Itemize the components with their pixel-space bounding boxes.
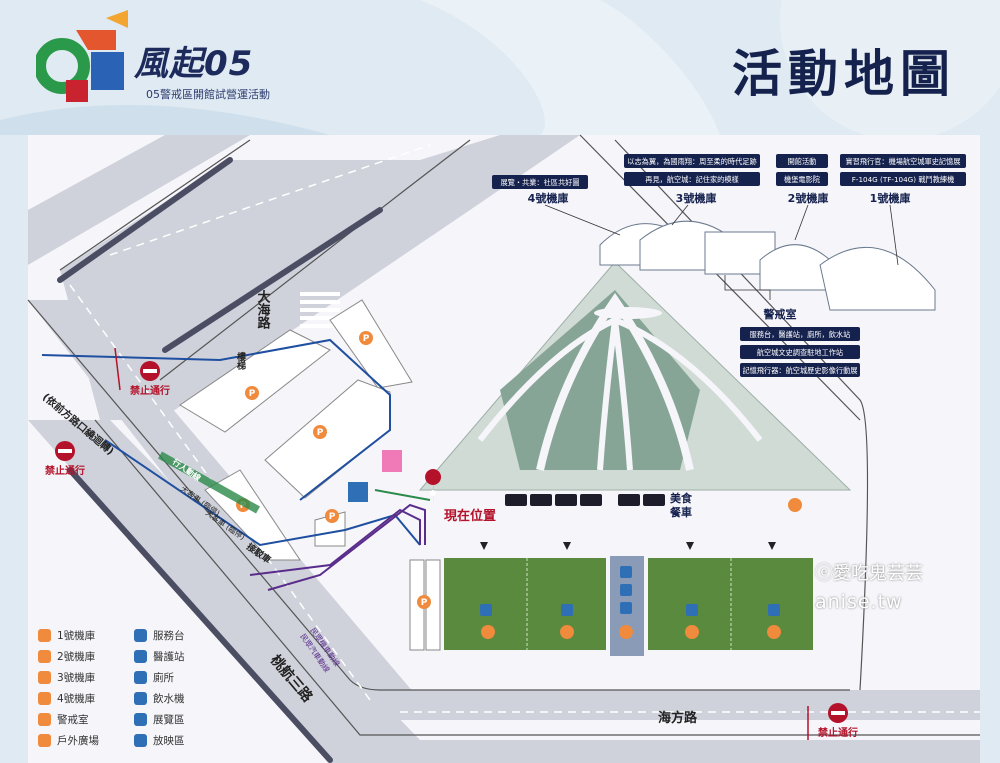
legend-item: 1號機庫 bbox=[38, 628, 95, 643]
legend-item: 服務台 bbox=[134, 628, 185, 643]
hangar-1-desc-2: F-104G (TF-104G) 戰鬥教練機 bbox=[852, 175, 955, 184]
exhibition-icon bbox=[134, 713, 147, 726]
hangar-info-boxes bbox=[492, 154, 966, 377]
hangar-3-icon bbox=[38, 671, 51, 684]
page-title: 活動地圖 bbox=[732, 45, 956, 103]
legend-label: 服務台 bbox=[153, 630, 185, 642]
medical-icon bbox=[134, 650, 147, 663]
legend-label: 戶外廣場 bbox=[57, 735, 99, 747]
hangar-1-label: 1號機庫 bbox=[870, 191, 911, 205]
you-are-here-label: 現在位置 bbox=[444, 508, 496, 524]
legend-item: 4號機庫 bbox=[38, 691, 95, 706]
legend-label: 展覽區 bbox=[153, 714, 185, 726]
restroom-icon bbox=[134, 671, 147, 684]
hangar-4-desc: 展覽・共業：社區共好圖 bbox=[500, 178, 579, 187]
stairs-label: 樓梯 bbox=[235, 351, 246, 371]
brand-subtitle: 05警戒區開館試營運活動 bbox=[146, 88, 270, 101]
food-trucks-label-2: 餐車 bbox=[669, 505, 692, 519]
guard-room-icon bbox=[38, 713, 51, 726]
legend-item: 廁所 bbox=[134, 670, 174, 685]
legend-item: 戶外廣場 bbox=[38, 733, 99, 748]
legend-item: 醫護站 bbox=[134, 649, 185, 664]
legend-label: 2號機庫 bbox=[57, 651, 96, 663]
brand-name: 風起05 bbox=[134, 44, 254, 84]
field-arrows bbox=[480, 542, 776, 550]
guard-room-desc-2: 航空城文史調查駐地工作站 bbox=[757, 348, 843, 357]
header: 風起05 05警戒區開館試營運活動 活動地圖 bbox=[0, 0, 1000, 140]
service-desk-icon bbox=[134, 629, 147, 642]
legend-item: 放映區 bbox=[134, 733, 185, 748]
legend-label: 1號機庫 bbox=[57, 630, 96, 642]
legend-item: 3號機庫 bbox=[38, 670, 95, 685]
no-entry-label-3: 禁止通行 bbox=[817, 726, 858, 739]
hangar-2-icon bbox=[38, 650, 51, 663]
parking-label: P bbox=[363, 334, 370, 344]
parking-label: P bbox=[421, 598, 428, 608]
legend-item: 2號機庫 bbox=[38, 649, 95, 664]
water-icon bbox=[134, 692, 147, 705]
hangar-2-desc-1: 開館活動 bbox=[788, 157, 817, 166]
road-label-dahai: 大海路 bbox=[255, 289, 271, 329]
legend-label: 警戒室 bbox=[57, 714, 89, 726]
parking-label: P bbox=[249, 389, 256, 399]
hangar-labels: 4號機庫 3號機庫 2號機庫 1號機庫 警戒室 bbox=[528, 191, 911, 321]
screening-icon bbox=[134, 734, 147, 747]
legend-label: 飲水機 bbox=[153, 693, 185, 705]
no-entry-label-1: 禁止通行 bbox=[129, 384, 170, 397]
watermark-line-2: anise.tw bbox=[815, 591, 903, 613]
no-entry-label-2: 禁止通行 bbox=[44, 464, 85, 477]
hangar-4-icon bbox=[38, 692, 51, 705]
hangar-connectors bbox=[544, 204, 899, 300]
no-entry-labels: 禁止通行 禁止通行 禁止通行 bbox=[44, 384, 858, 739]
brand-logo-icon bbox=[36, 10, 128, 102]
food-trucks-label-1: 美食 bbox=[670, 491, 693, 505]
field-icons bbox=[480, 566, 781, 639]
legend-label: 醫護站 bbox=[153, 651, 185, 663]
plaza-fields bbox=[444, 556, 813, 656]
guard-room-desc-3: 記憶飛行器：航空城歷史影像行動展 bbox=[742, 366, 857, 375]
accessible-parking-icon bbox=[348, 482, 368, 502]
no-entry-signs bbox=[55, 347, 848, 740]
food-icon bbox=[788, 498, 802, 512]
watermark-line-1: ⓔ愛吃鬼芸芸 bbox=[815, 563, 923, 584]
hangar-3-label: 3號機庫 bbox=[676, 191, 717, 205]
watermark: ⓔ愛吃鬼芸芸 anise.tw bbox=[815, 560, 923, 616]
hangars-illustration bbox=[599, 220, 936, 311]
parking-label: P bbox=[329, 512, 336, 522]
road-label-haifang: 海方路 bbox=[658, 710, 698, 726]
parking-label: P bbox=[317, 428, 324, 438]
traffic-routes bbox=[41, 338, 431, 591]
food-trucks bbox=[505, 494, 665, 506]
legend-label: 放映區 bbox=[153, 735, 185, 747]
hangar-1-desc-1: 實習飛行官：機場航空城軍史記憶展 bbox=[845, 157, 960, 166]
hangar-1-icon bbox=[38, 629, 51, 642]
guard-room-desc-1: 服務台，醫護站，廁所，飲水站 bbox=[750, 330, 851, 339]
road-dividers bbox=[57, 157, 383, 763]
plaza-icon bbox=[38, 734, 51, 747]
hangar-info-texts: 展覽・共業：社區共好圖 以志為翼，為國雨翔：周至柔的時代足跡 再見，航空城：記住… bbox=[500, 157, 960, 375]
hangar-3-desc-1: 以志為翼，為國雨翔：周至柔的時代足跡 bbox=[627, 157, 756, 166]
legend-label: 4號機庫 bbox=[57, 693, 96, 705]
restroom-sign-icon bbox=[382, 450, 402, 472]
legend-label: 廁所 bbox=[153, 672, 174, 684]
building-blocks bbox=[179, 299, 441, 651]
legend-label: 3號機庫 bbox=[57, 672, 96, 684]
hangar-4-label: 4號機庫 bbox=[528, 191, 569, 205]
parking-icons bbox=[236, 331, 431, 609]
header-background bbox=[0, 0, 1000, 140]
hangar-3-desc-2: 再見，航空城：記住家的模樣 bbox=[645, 175, 738, 184]
legend-item: 飲水機 bbox=[134, 691, 185, 706]
central-park bbox=[418, 261, 852, 491]
guard-room-label: 警戒室 bbox=[763, 307, 797, 321]
legend-item: 警戒室 bbox=[38, 712, 89, 727]
crosswalk bbox=[300, 292, 340, 328]
hangar-2-desc-2: 機堡電影院 bbox=[784, 175, 820, 184]
you-are-here-pin bbox=[425, 469, 442, 508]
legend-item: 展覽區 bbox=[134, 712, 185, 727]
hangar-2-label: 2號機庫 bbox=[788, 191, 829, 205]
